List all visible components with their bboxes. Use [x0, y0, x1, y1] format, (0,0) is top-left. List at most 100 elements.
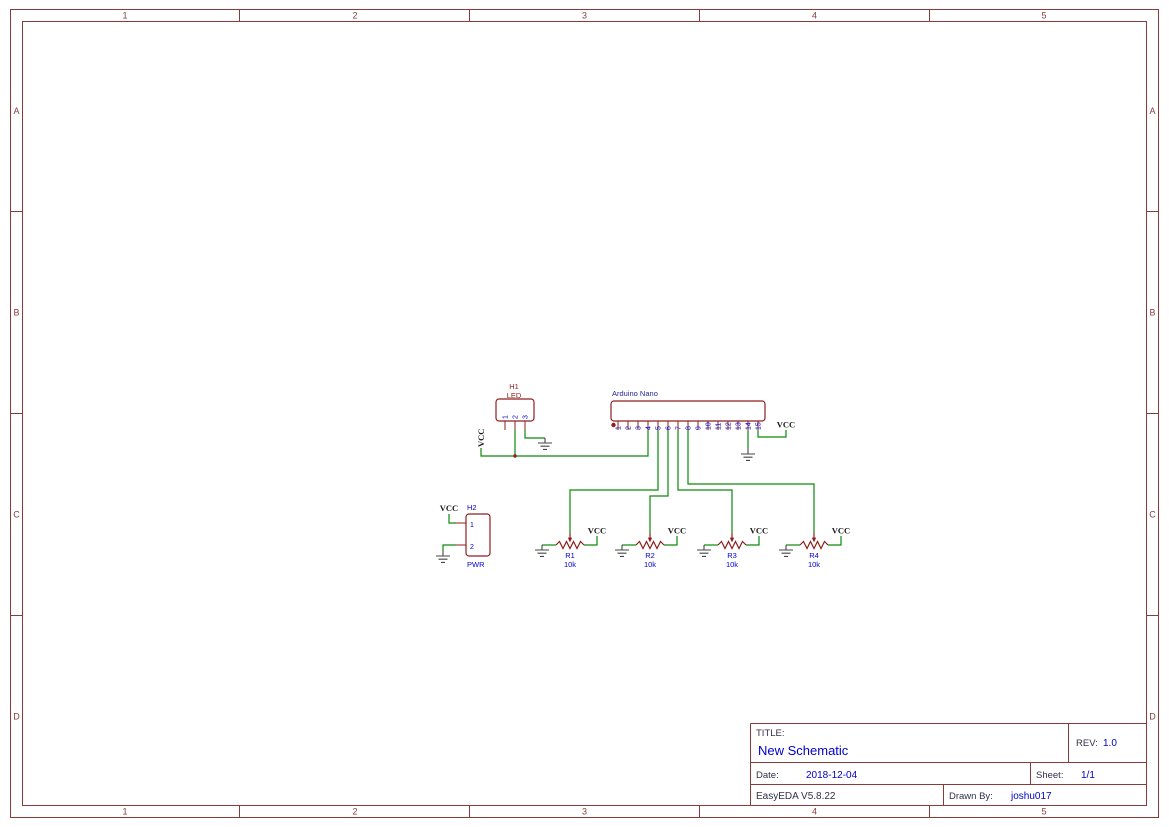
gnd-net-flag[interactable]	[537, 437, 553, 450]
vcc-net-flag[interactable]: VCC	[476, 429, 486, 447]
frame-column-label: 5	[1041, 807, 1046, 817]
potentiometer-r3[interactable]: R3 10k	[717, 533, 747, 569]
connector-h1[interactable]: H1 LED 1 2 3	[495, 382, 535, 430]
gnd-net-flag[interactable]	[435, 550, 451, 563]
nano-pin-number: 6	[666, 426, 673, 430]
h1-pins	[504, 421, 526, 430]
pot-ref: R2	[645, 551, 655, 560]
vcc-net-flag[interactable]: VCC	[588, 526, 606, 536]
h1-pin-number: 1	[503, 415, 510, 419]
potentiometer-r4[interactable]: R4 10k	[799, 533, 829, 569]
h1-pin-number: 2	[513, 415, 520, 419]
gnd-net-flag[interactable]	[696, 544, 712, 557]
vcc-net-flag[interactable]: VCC	[440, 503, 458, 513]
wire-r2-vcc[interactable]	[664, 536, 678, 546]
connector-h2[interactable]: H2 1 2 PWR	[456, 503, 491, 569]
vcc-net-flag[interactable]: VCC	[832, 526, 850, 536]
vcc-net-flag[interactable]: VCC	[668, 526, 686, 536]
wire-nano-r1[interactable]	[569, 430, 659, 533]
frame-row-label: B	[1149, 308, 1155, 318]
wire-nano-vcc[interactable]	[757, 430, 787, 438]
wire-junction-dot	[513, 454, 517, 458]
frame-column-label: 1	[122, 807, 127, 817]
vcc-net-flag[interactable]: VCC	[777, 420, 795, 430]
title-block-grid	[750, 723, 1147, 806]
date-value[interactable]: 2018-12-04	[806, 770, 858, 781]
frame-column-label: 2	[352, 807, 357, 817]
title-block[interactable]: TITLE: New Schematic REV: 1.0 Date: 2018…	[750, 723, 1147, 806]
pot-ref: R3	[727, 551, 737, 560]
nano-pin-number: 7	[676, 426, 683, 430]
sheet-label: Sheet:	[1036, 770, 1063, 781]
frame-column-label: 4	[812, 807, 817, 817]
gnd-net-flag[interactable]	[614, 544, 630, 557]
drawn-by-label: Drawn By:	[949, 791, 993, 802]
resistor-body	[555, 540, 585, 550]
wires[interactable]	[442, 430, 842, 551]
wire-nano-r4[interactable]	[687, 430, 815, 533]
frame-column-label: 3	[582, 807, 587, 817]
wiper-arrow	[811, 537, 817, 543]
h2-pin-number: 1	[470, 522, 474, 529]
frame-row-label: A	[1149, 106, 1155, 116]
resistor-body	[799, 540, 829, 550]
wire-h1-gnd[interactable]	[524, 430, 545, 439]
frame-column-label: 2	[352, 11, 357, 21]
h1-ref: H1	[509, 382, 519, 391]
schematic-title[interactable]: New Schematic	[758, 743, 849, 758]
frame-row-label: D	[1149, 712, 1156, 722]
nano-pin-number: 8	[686, 426, 693, 430]
drawn-by-value[interactable]: joshu017	[1010, 791, 1052, 802]
nano-pin-number: 4	[646, 426, 653, 430]
sheet-value[interactable]: 1/1	[1081, 770, 1095, 781]
h2-body	[465, 513, 491, 557]
frame-row-label: D	[13, 712, 20, 722]
nano-pin-number: 3	[636, 426, 643, 430]
nano-pin-number: 5	[656, 426, 663, 430]
connector-arduino-nano[interactable]: Arduino Nano 1 2 3 4 5 6 7 8 9 10 11 12 …	[610, 389, 766, 430]
pot-ref: R4	[809, 551, 819, 560]
wire-vcc-h1-nano[interactable]	[480, 430, 649, 457]
frame-column-label: 5	[1041, 11, 1046, 21]
frame-row-label: A	[13, 106, 19, 116]
wire-r1-vcc[interactable]	[584, 536, 598, 546]
wiper-arrow	[567, 537, 573, 543]
potentiometer-r1[interactable]: R1 10k	[555, 533, 585, 569]
nano-pin-number: 9	[696, 426, 703, 430]
wire-nano-r3[interactable]	[677, 430, 733, 533]
rev-label: REV:	[1076, 738, 1098, 749]
wire-r4-vcc[interactable]	[828, 536, 842, 546]
pot-ref: R1	[565, 551, 575, 560]
nano-pin-number: 13	[736, 422, 743, 430]
wiper-arrow	[729, 537, 735, 543]
h2-pins	[456, 522, 466, 546]
nano-pin1-dot	[611, 422, 616, 428]
gnd-net-flag[interactable]	[534, 544, 550, 557]
wire-h2-gnd[interactable]	[442, 544, 456, 551]
pot-value: 10k	[726, 560, 738, 569]
nano-pin-number: 12	[726, 422, 733, 430]
wiper-arrow	[647, 537, 653, 543]
h2-pin-number: 2	[470, 544, 474, 551]
potentiometer-r2[interactable]: R2 10k	[635, 533, 665, 569]
rev-value[interactable]: 1.0	[1103, 738, 1117, 749]
date-label: Date:	[756, 770, 779, 781]
frame-column-label: 3	[582, 11, 587, 21]
wire-nano-r2[interactable]	[649, 430, 669, 533]
h1-value: LED	[507, 391, 522, 400]
gnd-net-flag[interactable]	[778, 544, 794, 557]
vcc-net-flag[interactable]: VCC	[750, 526, 768, 536]
h2-value: PWR	[467, 560, 485, 569]
h1-pin-number: 3	[523, 415, 530, 419]
sheet-frame: 1 2 3 4 5 1 2 3 4 5 A B C D A B C D	[10, 9, 1159, 818]
pot-value: 10k	[644, 560, 656, 569]
resistor-body	[717, 540, 747, 550]
gnd-net-flag[interactable]	[740, 448, 756, 461]
pot-value: 10k	[564, 560, 576, 569]
frame-row-label: C	[13, 510, 20, 520]
wire-r3-vcc[interactable]	[746, 536, 760, 546]
resistor-body	[635, 540, 665, 550]
wire-h2-vcc[interactable]	[448, 514, 456, 524]
